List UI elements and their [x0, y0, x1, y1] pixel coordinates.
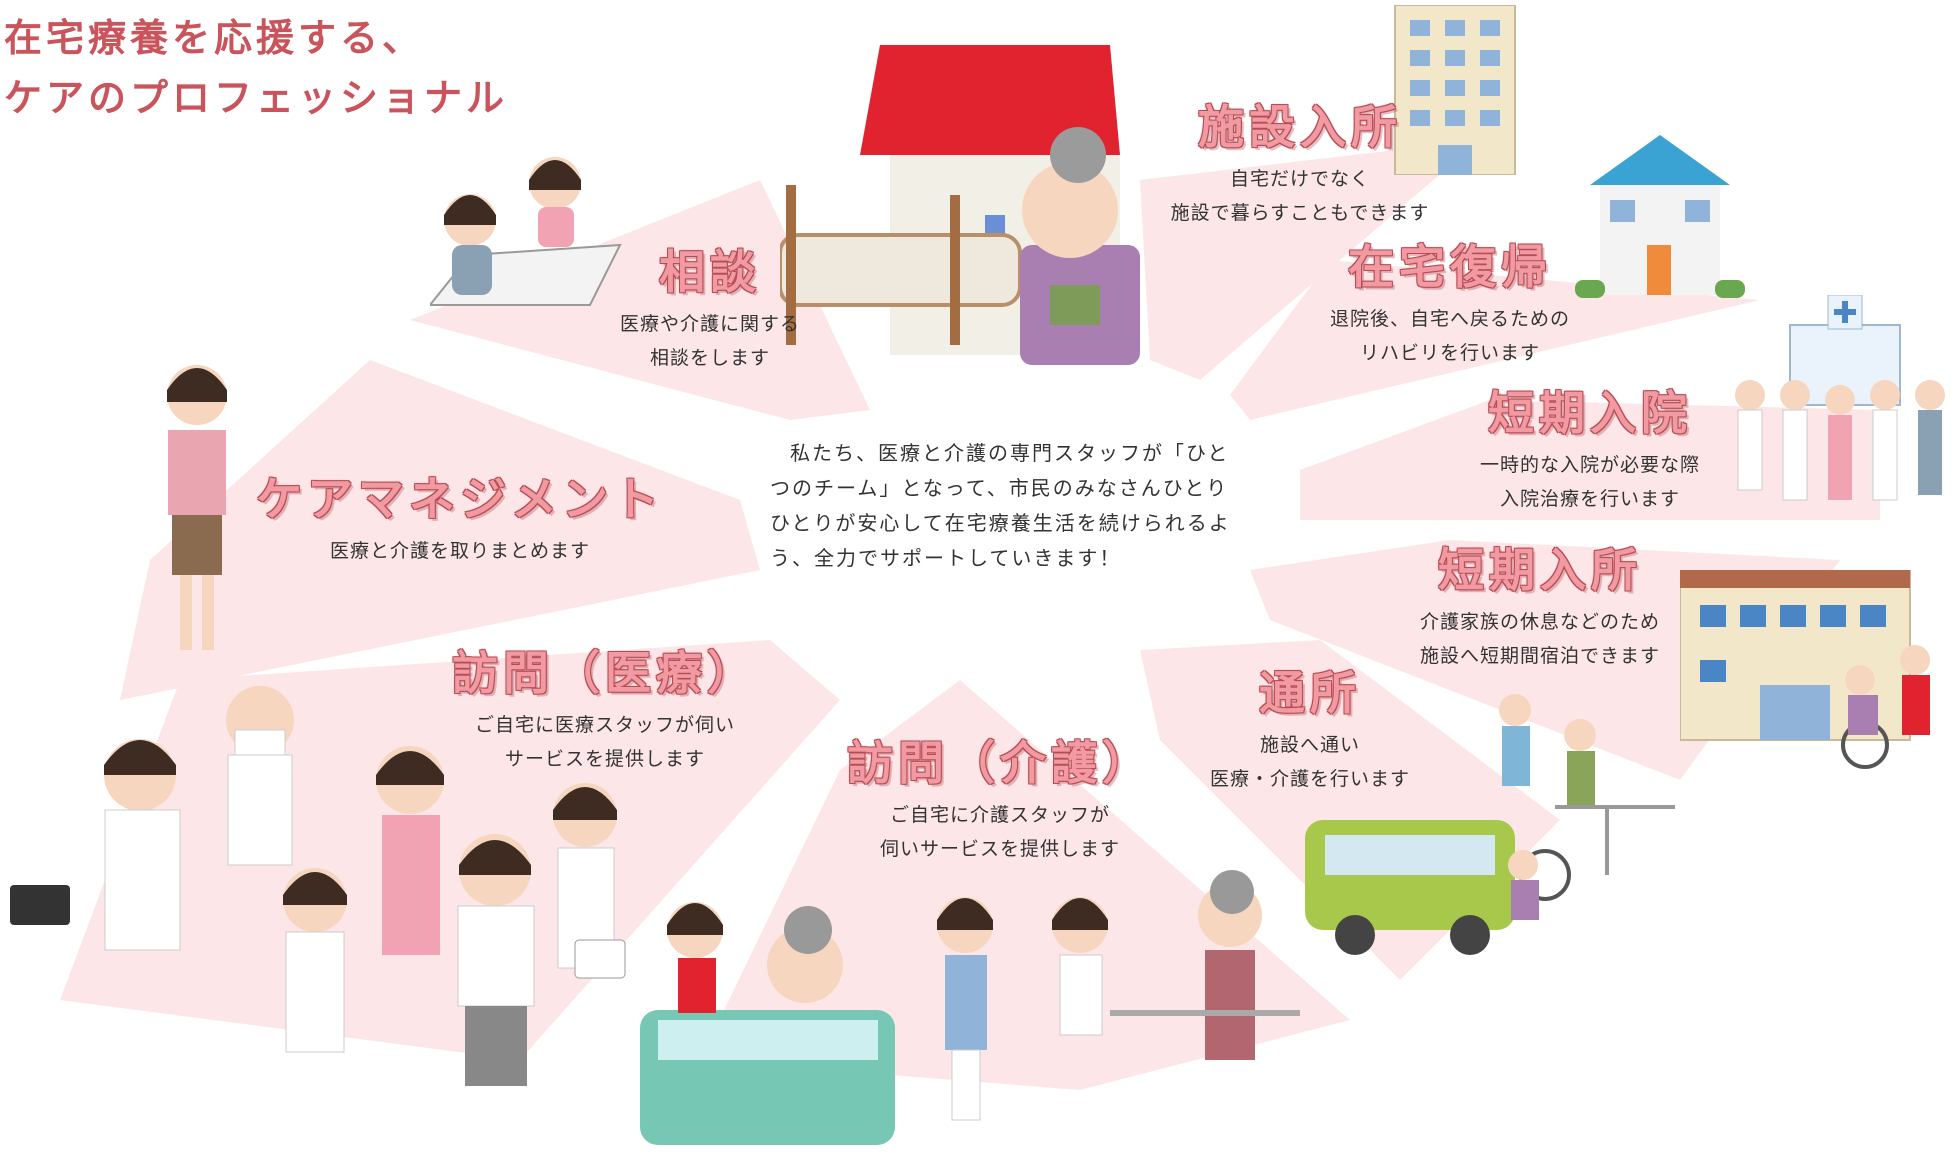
center-message-text: 私たち、医療と介護の専門スタッフが「ひとつのチーム」となって、市民のみなさんひと… — [770, 441, 1231, 570]
consultation-line-2: 相談をします — [649, 347, 770, 369]
short-hospital-line-1: 一時的な入院が必要な際 — [1479, 454, 1700, 476]
home-return-line-2: リハビリを行います — [1359, 342, 1540, 364]
section-facility-admission: 施設入所 自宅だけでなく 施設で暮らすこともできます — [1140, 98, 1460, 230]
section-visit-care: 訪問（介護） ご自宅に介護スタッフが 伺いサービスを提供します — [830, 734, 1170, 866]
visit-medical-line-2: サービスを提供します — [504, 748, 705, 770]
house-bed-elderly-illustration — [780, 45, 1140, 365]
consultation-illustration — [430, 157, 622, 306]
section-home-return: 在宅復帰 退院後、自宅へ戻るための リハビリを行います — [1290, 238, 1610, 370]
home-house-illustration — [1575, 135, 1745, 298]
visit-care-title: 訪問（介護） — [847, 736, 1153, 790]
section-care-management: ケアマネジメント 医療と介護を取りまとめます — [250, 470, 670, 568]
visit-care-illustration — [640, 870, 1300, 1145]
short-stay-line-1: 介護家族の休息などのため — [1419, 611, 1660, 633]
care-manager-illustration — [167, 365, 227, 650]
day-service-line-2: 医療・介護を行います — [1209, 768, 1410, 790]
day-service-title: 通所 — [1259, 666, 1361, 720]
short-hospital-title: 短期入院 — [1488, 386, 1692, 440]
short-stay-facility-illustration — [1680, 570, 1930, 769]
facility-admission-title: 施設入所 — [1198, 100, 1402, 154]
section-consultation: 相談 医療や介護に関する 相談をします — [590, 243, 830, 375]
short-stay-title: 短期入所 — [1438, 543, 1642, 597]
center-message: 私たち、医療と介護の専門スタッフが「ひとつのチーム」となって、市民のみなさんひと… — [770, 436, 1240, 576]
section-short-hospital: 短期入院 一時的な入院が必要な際 入院治療を行います — [1430, 384, 1750, 516]
visit-care-line-1: ご自宅に介護スタッフが — [889, 804, 1110, 826]
section-day-service: 通所 施設へ通い 医療・介護を行います — [1160, 664, 1460, 796]
care-management-line-1: 医療と介護を取りまとめます — [329, 540, 590, 562]
consultation-line-1: 医療や介護に関する — [619, 313, 800, 335]
visit-medical-line-1: ご自宅に医療スタッフが伺い — [474, 714, 735, 736]
day-service-line-1: 施設へ通い — [1259, 734, 1360, 756]
sector-visit-care — [700, 680, 1350, 1090]
home-return-title: 在宅復帰 — [1348, 240, 1552, 294]
sector-consultation — [410, 180, 870, 420]
visit-medical-title: 訪問（医療） — [452, 646, 758, 700]
day-service-bus-illustration — [1305, 694, 1675, 955]
care-management-title: ケアマネジメント — [256, 472, 664, 526]
sector-short-hospital — [1300, 400, 1880, 520]
visit-medical-illustration — [10, 686, 626, 1086]
home-return-line-1: 退院後、自宅へ戻るための — [1329, 308, 1570, 330]
sector-home-return — [1230, 260, 1760, 420]
section-visit-medical: 訪問（医療） ご自宅に医療スタッフが伺い サービスを提供します — [430, 644, 780, 776]
headline-line-1: 在宅療養を応援する、 — [4, 16, 425, 60]
section-short-stay: 短期入所 介護家族の休息などのため 施設へ短期間宿泊できます — [1380, 541, 1700, 673]
sector-care-management — [120, 360, 760, 700]
short-stay-line-2: 施設へ短期間宿泊できます — [1419, 645, 1660, 667]
short-hospital-line-2: 入院治療を行います — [1499, 488, 1680, 510]
headline-line-2: ケアのプロフェッショナル — [4, 76, 509, 120]
page-headline: 在宅療養を応援する、 ケアのプロフェッショナル — [4, 8, 508, 128]
consultation-title: 相談 — [659, 245, 761, 299]
facility-building-illustration — [1394, 5, 1516, 175]
hospital-staff-illustration — [1735, 295, 1945, 501]
sector-facility-admission — [1140, 140, 1480, 380]
facility-admission-line-2: 施設で暮らすこともできます — [1170, 202, 1430, 224]
facility-admission-line-1: 自宅だけでなく — [1229, 168, 1370, 190]
visit-care-line-2: 伺いサービスを提供します — [879, 838, 1120, 860]
